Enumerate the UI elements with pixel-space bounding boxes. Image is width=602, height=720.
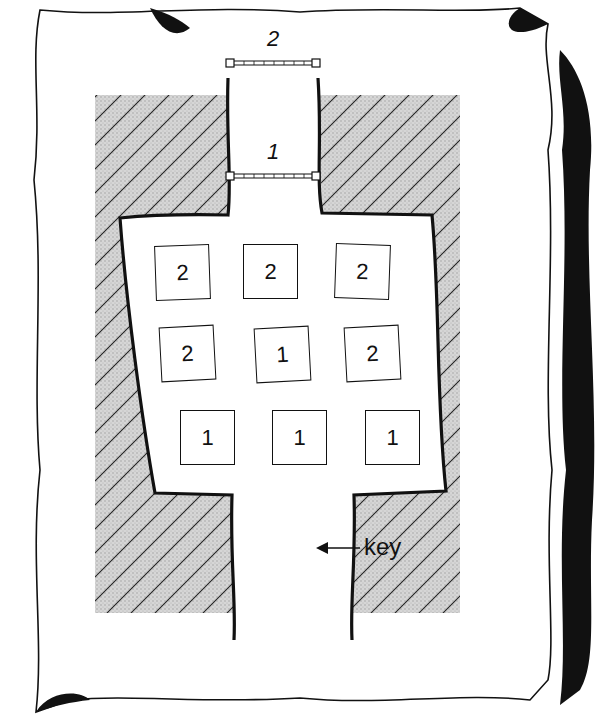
room-square: 2 — [344, 325, 402, 383]
key-arrow — [316, 542, 360, 554]
room-number: 2 — [264, 261, 276, 283]
scroll-shadow — [559, 50, 594, 705]
gate-number: 2 — [267, 28, 279, 50]
room-square: 1 — [180, 410, 235, 465]
scroll-curl — [36, 694, 90, 712]
parchment — [34, 8, 552, 712]
wall — [120, 78, 234, 640]
room-number: 1 — [201, 427, 213, 449]
gate — [226, 59, 320, 67]
room-square: 1 — [272, 410, 327, 465]
room-number: 2 — [356, 260, 369, 282]
room-square: 2 — [243, 244, 298, 299]
room-number: 2 — [176, 261, 189, 283]
room-number: 1 — [386, 427, 398, 449]
room-square: 2 — [334, 243, 391, 300]
room-square: 1 — [365, 410, 420, 465]
wall — [318, 78, 446, 640]
gate-number: 1 — [267, 141, 279, 163]
room-square: 2 — [154, 244, 211, 301]
gate — [226, 172, 320, 180]
room-square: 1 — [254, 326, 312, 384]
room-number: 1 — [293, 427, 305, 449]
room-square: 2 — [159, 325, 217, 383]
scroll-curl — [509, 8, 548, 32]
scroll-curl — [150, 8, 190, 33]
room-number: 2 — [366, 342, 379, 365]
room-number: 2 — [181, 342, 194, 365]
room-number: 1 — [276, 343, 289, 366]
map-key-label: key — [364, 535, 401, 559]
open-floor — [120, 78, 446, 640]
